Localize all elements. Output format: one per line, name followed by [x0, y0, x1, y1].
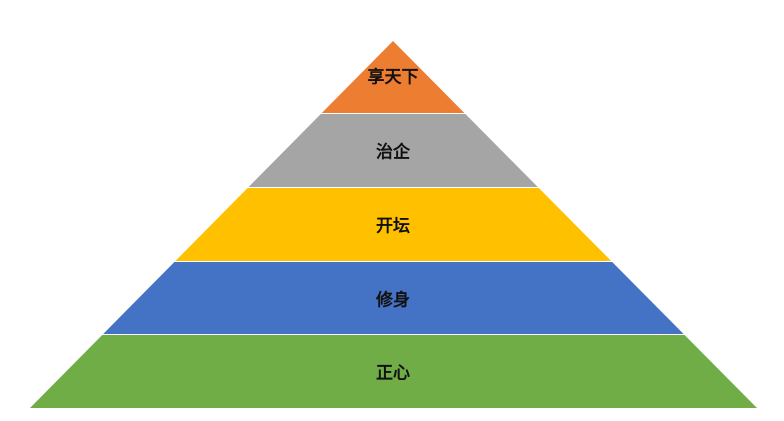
pyramid-level-5: [30, 335, 757, 408]
level-label-xiu-shen: 修身: [376, 290, 410, 310]
pyramid-level-2: [248, 114, 538, 187]
level-label-xiang-tian-xia: 享天下: [367, 67, 419, 88]
level-label-zhi-qi: 治企: [376, 142, 410, 163]
level-label-zheng-xin: 正心: [376, 363, 410, 384]
level-label-kai-tan: 开坛: [376, 216, 410, 237]
pyramid-level-1: [321, 41, 465, 113]
pyramid-level-3: [175, 188, 612, 261]
pyramid-level-4: [103, 262, 684, 334]
